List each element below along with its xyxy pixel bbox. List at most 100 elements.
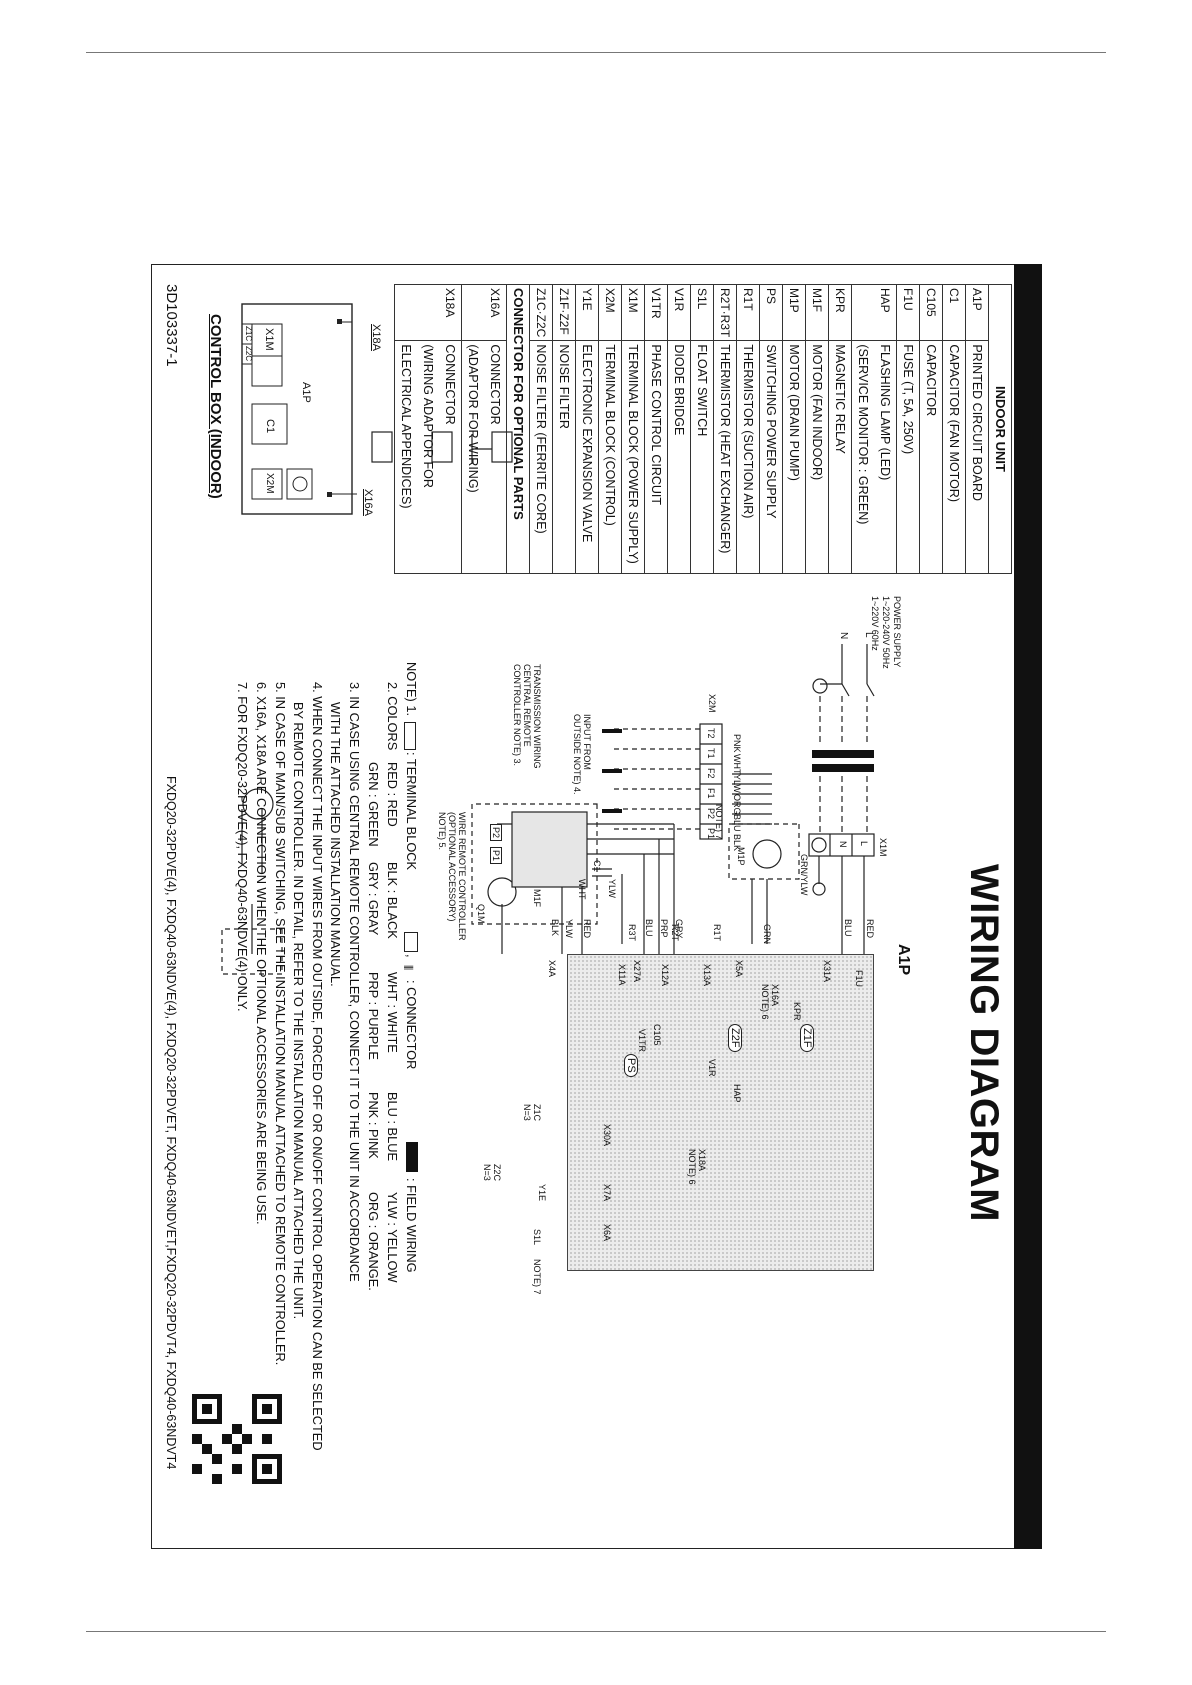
wire-ylw-label: YLW	[607, 879, 617, 898]
note6-x18a-label: NOTE) 6	[687, 1149, 697, 1185]
x4a-label: X4A	[547, 960, 557, 978]
power-n-label: N	[838, 632, 849, 640]
color-blu: BLU : BLUE	[385, 1092, 400, 1161]
m1f-label: M1F	[532, 889, 542, 907]
wire-remote-line3: NOTE) 5.	[437, 812, 447, 851]
connector-pin-icon: ⫴	[401, 965, 415, 971]
qr-code	[192, 1394, 282, 1484]
x2m-t1-label: T1	[706, 748, 716, 759]
x18a-label: X18A	[697, 1149, 707, 1172]
z2c-label: Z2C	[492, 1164, 502, 1182]
transmission-line3: CONTROLLER NOTE) 3.	[512, 664, 522, 767]
note1-prefix: NOTE) 1.	[404, 662, 419, 717]
z1c-n3-label: N=3	[522, 1104, 532, 1121]
color-ylw: YLW : YELLOW	[385, 1192, 400, 1283]
wire-red-label: RED	[865, 919, 875, 939]
power-supply-line1: 1~220-240V 50Hz	[881, 596, 891, 669]
wire-blk2-label: BLK	[732, 834, 742, 852]
v1tr-label: V1TR	[637, 1029, 647, 1053]
note1-connector2: : CONNECTOR	[404, 980, 419, 1070]
note2-prefix: 2. COLORS	[385, 682, 400, 751]
note5: 5. IN CASE OF MAIN/SUB SWITCHING, SEE TH…	[272, 682, 288, 1366]
rc-p2-label: P2	[490, 824, 502, 842]
wire-blu2-label: BLU	[644, 919, 654, 937]
top-rule	[86, 52, 1106, 53]
x2m-label: X2M	[707, 694, 717, 713]
thermistor-r1t-symbol	[471, 431, 513, 464]
x11a-label: X11A	[617, 964, 627, 986]
wire-ylw3-label: YLW	[732, 774, 742, 793]
x6a-label: X6A	[602, 1224, 612, 1242]
wire-red2-label: RED	[582, 919, 592, 939]
power-supply-line2: 1~220V 60Hz	[870, 596, 880, 651]
grn-label: GRN	[762, 924, 772, 944]
wire-pnk-label: PNK	[732, 734, 742, 753]
z1f-label: Z1F	[800, 1024, 814, 1052]
wire-ylw2-label: YLW	[564, 919, 574, 938]
x13a-label: X13A	[702, 964, 712, 987]
wire-blu-label: BLU	[843, 919, 853, 937]
s1l-label: S1L	[532, 1229, 542, 1246]
wire-prp-label: PRP	[659, 919, 669, 938]
notes-block: NOTE) 1. : TERMINAL BLOCK , ⫴ : CONNECTO…	[233, 662, 420, 1542]
color-org: ORG : ORANGE.	[366, 1192, 381, 1291]
x30a-label: X30A	[602, 1124, 612, 1147]
bottom-rule	[86, 1631, 1106, 1632]
power-supply-label: POWER SUPPLY	[892, 596, 902, 668]
note6: 6. X16A, X18A ARE CONNECTION WHEN THE OP…	[254, 682, 270, 1225]
color-gry: GRY : GRAY	[366, 862, 381, 936]
ps-label: PS	[624, 1054, 638, 1077]
connector-icon	[404, 932, 418, 952]
r2t-label: R2T	[670, 924, 680, 942]
field-wiring-icon	[406, 1142, 418, 1172]
x1m-label: X1M	[878, 838, 888, 857]
x16a-label: X16A	[770, 984, 780, 1007]
kpr-label: KPR	[792, 1002, 802, 1021]
r1t-label: R1T	[712, 924, 722, 942]
wire-wht-label: WHT	[577, 879, 587, 900]
note7-s1l-label: NOTE) 7	[532, 1259, 542, 1295]
color-wht: WHT : WHITE	[385, 972, 400, 1053]
note3-line2: WITH THE ATTACHED INSTALLATION MANUAL.	[328, 702, 344, 987]
x5a-label: X5A	[734, 960, 744, 978]
input-outside-line1: INPUT FROM	[582, 714, 592, 770]
color-pnk: PNK : PINK	[366, 1092, 381, 1159]
x2m-f2-label: F2	[706, 768, 716, 779]
v1r-label: V1R	[707, 1059, 717, 1077]
schematic-wiring	[221, 431, 875, 975]
z2c-n3-label: N=3	[482, 1164, 492, 1181]
wire-remote-line2: (OPTIONAL ACCESSORY)	[447, 812, 457, 922]
note1-connector: ,	[404, 954, 419, 958]
c1-label: C1	[592, 860, 602, 872]
power-l-label: L	[863, 632, 874, 638]
x1m-l-label: L	[859, 841, 869, 847]
terminal-block-icon	[404, 722, 416, 750]
note4-line1: 4. WHEN CONNECT THE INPUT WIRES FROM OUT…	[309, 682, 325, 1451]
x1m-n-label: N	[838, 841, 848, 848]
hap-label: HAP	[732, 1084, 742, 1103]
x12a-label: X12A	[660, 964, 670, 987]
input-outside-line2: OUTSIDE NOTE) 4.	[572, 714, 582, 795]
wire-blu3-label: BLU	[732, 814, 742, 832]
z1c-label: Z1C	[532, 1104, 542, 1122]
f1u-label: F1U	[854, 970, 864, 988]
note4-line2: BY REMOTE CONTROLLER. IN DETAIL, REFER T…	[291, 702, 307, 1320]
note7: 7. FOR FXDQ20-32PDVE(4), FXDQ40-63NDVE(4…	[235, 682, 251, 1012]
transmission-line2: CENTRAL REMOTE	[522, 664, 532, 747]
note1-terminal: : TERMINAL BLOCK	[404, 752, 419, 871]
wire-blk-label: BLK	[550, 919, 560, 937]
color-prp: PRP : PURPLE	[366, 972, 381, 1060]
rc-p1-label: P1	[490, 847, 502, 865]
y1e-label: Y1E	[537, 1184, 547, 1202]
control-box-sketch	[241, 303, 357, 515]
x2m-t2-label: T2	[706, 728, 716, 739]
q1m-label: Q1M	[476, 904, 486, 924]
a1p-label: A1P	[895, 944, 912, 976]
c105-label: C105	[652, 1024, 662, 1046]
note3-line1: 3. IN CASE USING CENTRAL REMOTE CONTROLL…	[347, 682, 362, 1282]
x2m-f1-label: F1	[706, 788, 716, 799]
z2f-label: Z2F	[728, 1024, 742, 1052]
x2m-p1-label: P1	[706, 828, 716, 840]
x2m-p2-label: P2	[706, 808, 716, 820]
